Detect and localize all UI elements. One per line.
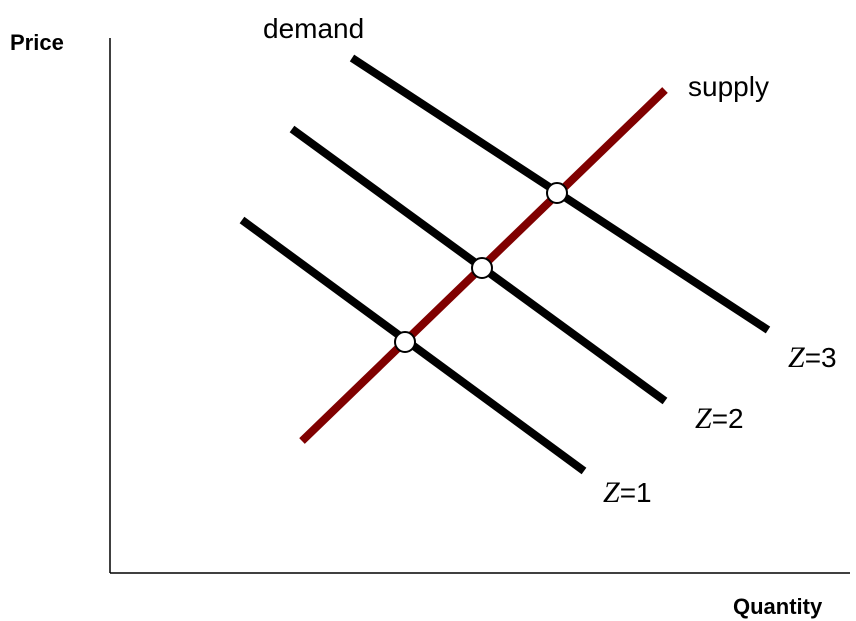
y-axis-title: Price [10, 30, 64, 55]
z3-value: =3 [805, 342, 837, 373]
z3-variable: Z [788, 341, 805, 374]
z2-label: Z=2 [695, 402, 744, 435]
equilibrium-point-z1 [394, 331, 416, 353]
equilibrium-point-z2 [471, 257, 493, 279]
supply-label: supply [688, 71, 769, 102]
equilibrium-point-z3 [546, 182, 568, 204]
x-axis-title: Quantity [733, 594, 823, 619]
demand-label: demand [263, 13, 364, 44]
z3-label: Z=3 [788, 341, 837, 374]
z2-variable: Z [695, 402, 712, 435]
z1-value: =1 [620, 477, 652, 508]
z1-label: Z=1 [603, 476, 652, 509]
z2-value: =2 [712, 403, 744, 434]
z1-variable: Z [603, 476, 620, 509]
